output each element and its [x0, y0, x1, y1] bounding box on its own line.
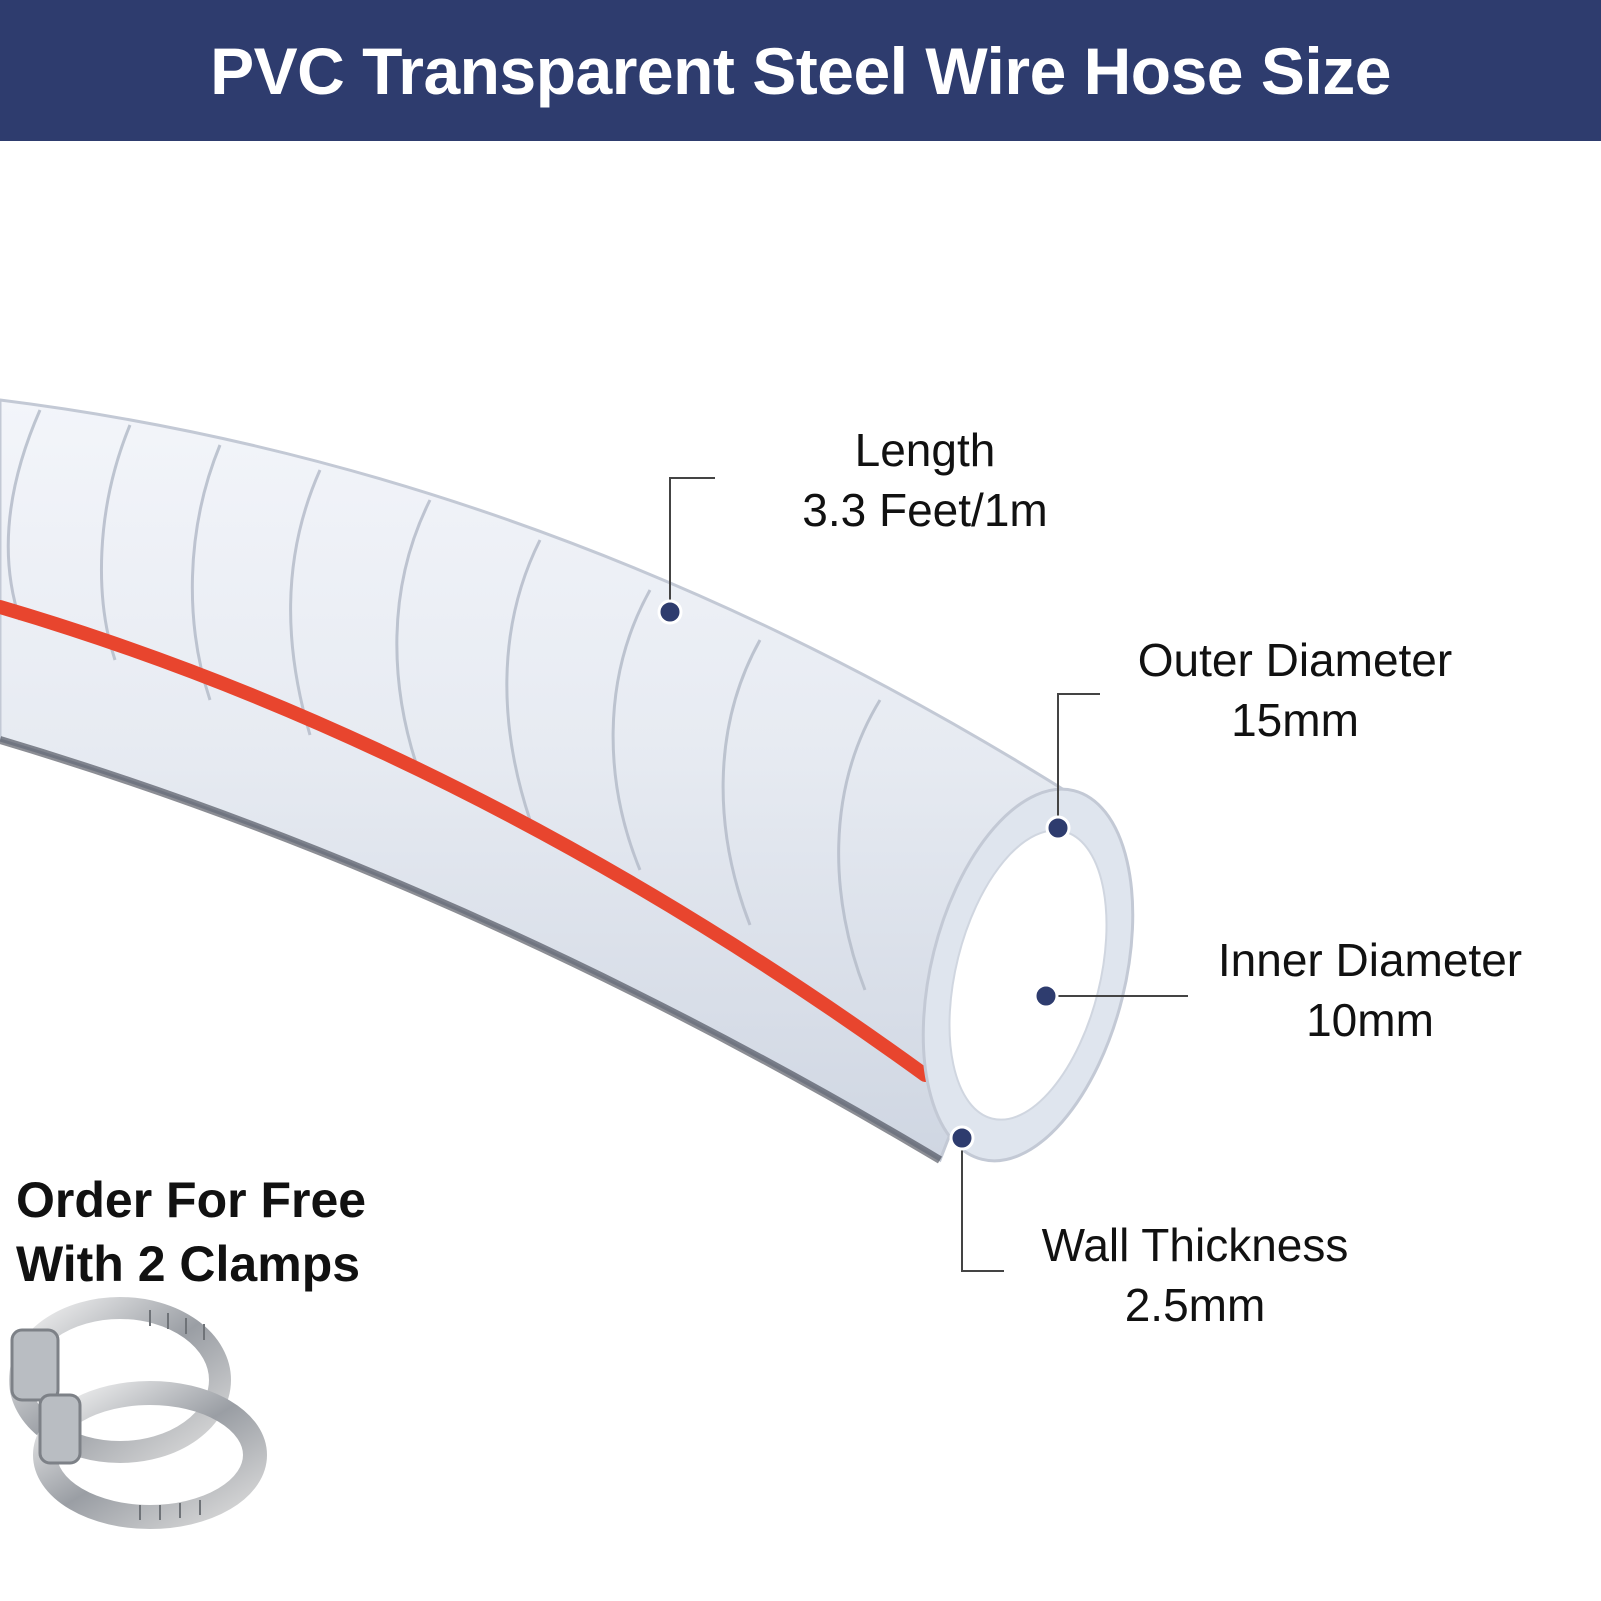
callout-dot-icon — [1045, 815, 1071, 841]
callouts — [669, 477, 1188, 1272]
promo-line-2: With 2 Clamps — [16, 1236, 361, 1292]
hose-clamp-icon — [9, 1297, 267, 1529]
callout-dot-icon — [657, 599, 683, 625]
length-title: Length — [854, 424, 996, 476]
callout-dot-icon — [1033, 983, 1059, 1009]
page-title: PVC Transparent Steel Wire Hose Size — [210, 33, 1391, 108]
wire-coils — [6, 409, 882, 991]
outer-diameter-value: 15mm — [1231, 694, 1359, 746]
hose — [0, 398, 1135, 1164]
inner-diameter-value: 10mm — [1306, 994, 1434, 1046]
page-header: PVC Transparent Steel Wire Hose Size — [0, 0, 1601, 141]
outer-diameter-title: Outer Diameter — [1137, 634, 1453, 686]
callout-dot-icon — [949, 1125, 975, 1151]
inner-diameter-label: Inner Diameter 10mm — [1170, 930, 1570, 1050]
wall-thickness-title: Wall Thickness — [1041, 1219, 1349, 1271]
wall-thickness-value: 2.5mm — [1124, 1279, 1266, 1331]
wall-thickness-label: Wall Thickness 2.5mm — [1000, 1215, 1390, 1335]
hose-illustration — [0, 398, 1188, 1529]
red-stripe — [0, 600, 932, 1082]
outer-diameter-label: Outer Diameter 15mm — [1105, 630, 1485, 750]
promo-line-1: Order For Free — [16, 1172, 367, 1228]
inner-diameter-title: Inner Diameter — [1217, 934, 1523, 986]
free-clamps-promo: Order For Free With 2 Clamps — [16, 1168, 366, 1296]
length-value: 3.3 Feet/1m — [802, 484, 1048, 536]
length-label: Length 3.3 Feet/1m — [760, 420, 1090, 540]
